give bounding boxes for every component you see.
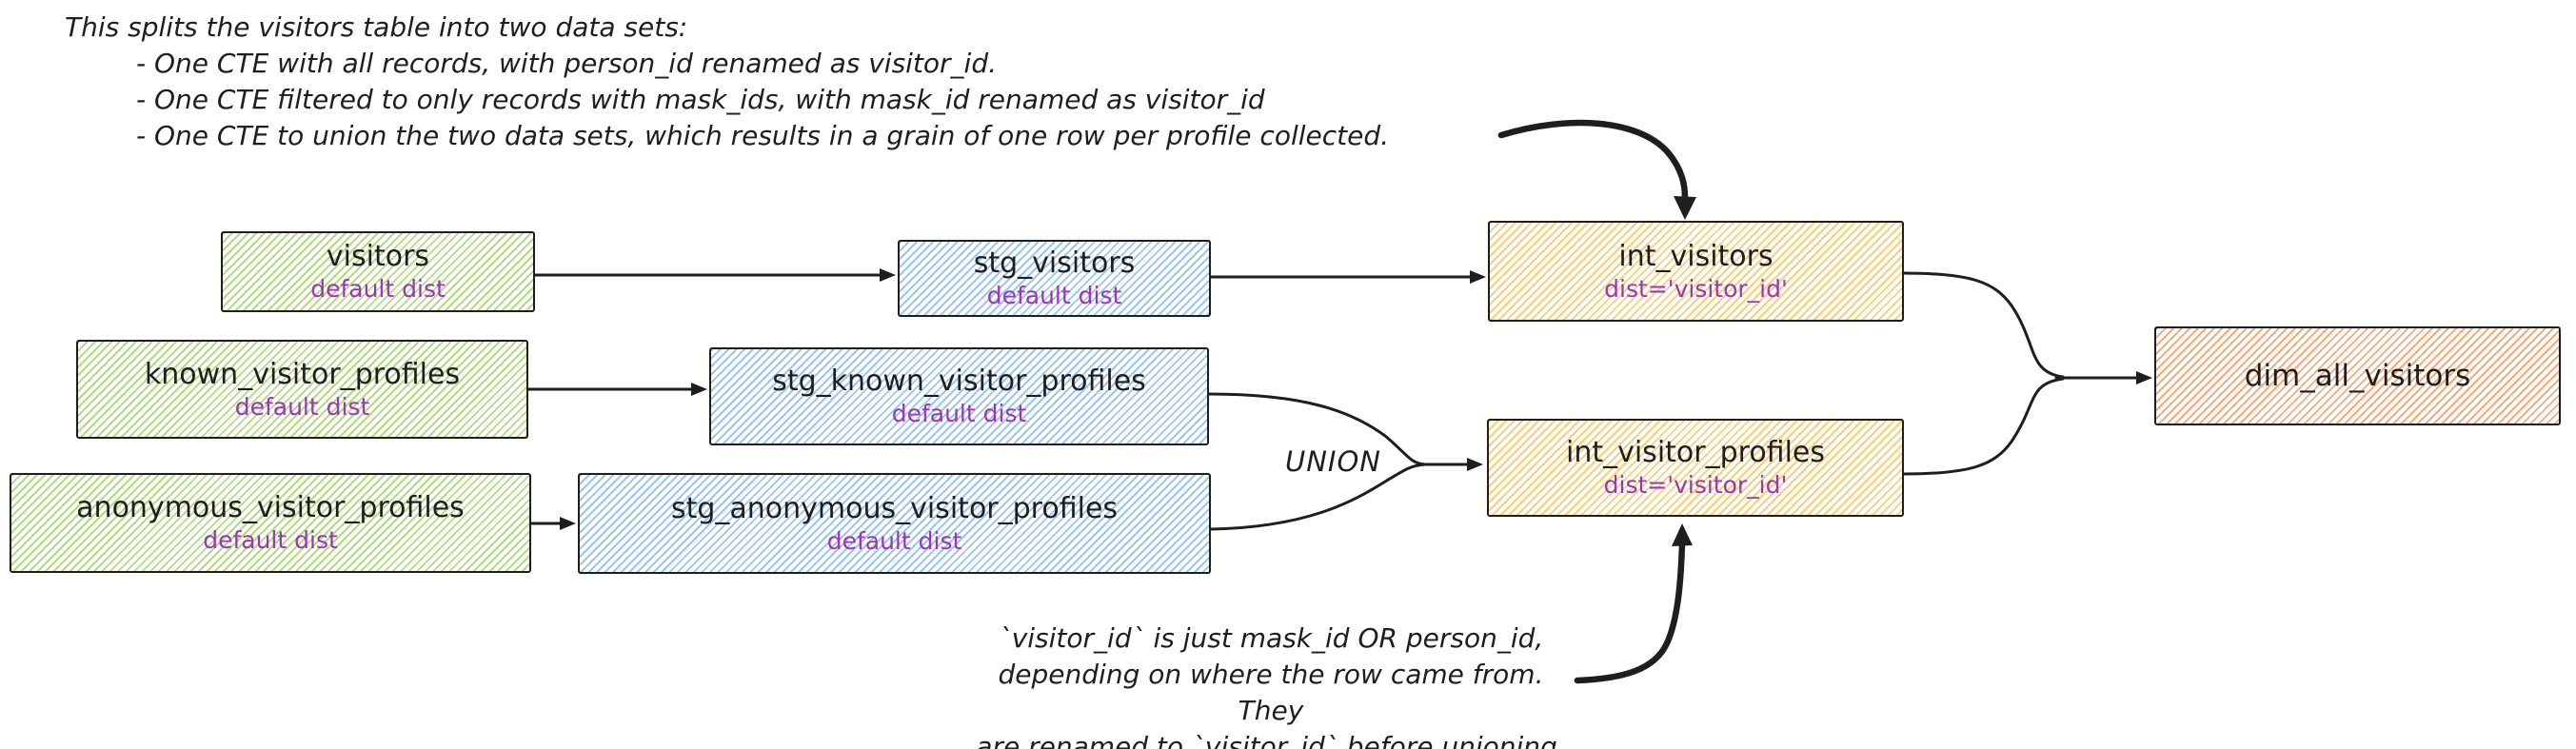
node-stg-visitors-dist: default dist bbox=[986, 282, 1122, 309]
arrow-known-to-stg-known bbox=[526, 383, 707, 396]
union-label: UNION bbox=[1285, 445, 1381, 478]
node-int-visitors[interactable]: int_visitors dist='visitor_id' bbox=[1488, 221, 1904, 322]
annotation-top-bullet-1: - One CTE with all records, with person_… bbox=[136, 48, 998, 79]
annotation-bottom: `visitor_id` is just mask_id OR person_i… bbox=[961, 621, 1580, 749]
node-stg-visitors[interactable]: stg_visitors default dist bbox=[898, 240, 1211, 317]
annotation-top-bullet-2: - One CTE filtered to only records with … bbox=[136, 84, 1265, 115]
node-visitors-dist: default dist bbox=[310, 275, 446, 303]
node-known-visitor-profiles-title: known_visitor_profiles bbox=[144, 357, 461, 391]
node-int-visitor-profiles[interactable]: int_visitor_profiles dist='visitor_id' bbox=[1487, 419, 1904, 517]
arrow-int-visitor-profiles-merge bbox=[1902, 377, 2065, 476]
arrow-int-visitors-merge bbox=[1902, 271, 2065, 379]
node-anonymous-visitor-profiles[interactable]: anonymous_visitor_profiles default dist bbox=[10, 473, 531, 573]
annotation-bottom-line-2: depending on where the row came from. Th… bbox=[998, 659, 1544, 726]
node-int-visitors-dist: dist='visitor_id' bbox=[1604, 274, 1788, 303]
node-int-visitor-profiles-dist: dist='visitor_id' bbox=[1603, 471, 1788, 499]
arrow-merge-to-dim-all-visitors bbox=[2054, 371, 2152, 384]
node-visitors[interactable]: visitors default dist bbox=[221, 231, 535, 312]
node-known-visitor-profiles[interactable]: known_visitor_profiles default dist bbox=[76, 340, 528, 439]
arrow-bottom-note-to-int-visitor-profiles bbox=[1574, 523, 1693, 684]
node-dim-all-visitors-title: dim_all_visitors bbox=[2244, 359, 2471, 393]
annotation-top-intro: This splits the visitors table into two … bbox=[65, 11, 688, 43]
node-int-visitor-profiles-title: int_visitor_profiles bbox=[1565, 436, 1825, 469]
arrow-union-to-int-visitor-profiles bbox=[1421, 458, 1483, 471]
arrow-anonymous-to-stg-anonymous bbox=[529, 517, 576, 530]
node-anonymous-visitor-profiles-dist: default dist bbox=[203, 526, 338, 554]
node-known-visitor-profiles-dist: default dist bbox=[234, 392, 370, 421]
node-stg-known-visitor-profiles-title: stg_known_visitor_profiles bbox=[772, 365, 1146, 398]
node-stg-anonymous-visitor-profiles-dist: default dist bbox=[826, 526, 962, 555]
arrow-top-note-to-int-visitors bbox=[1497, 119, 1696, 220]
annotation-bottom-line-1: `visitor_id` is just mask_id OR person_i… bbox=[998, 622, 1544, 654]
annotation-bottom-line-3: are renamed to `visitor_id` before union… bbox=[976, 731, 1566, 749]
node-stg-anonymous-visitor-profiles[interactable]: stg_anonymous_visitor_profiles default d… bbox=[578, 473, 1211, 574]
node-dim-all-visitors[interactable]: dim_all_visitors bbox=[2154, 326, 2561, 425]
node-stg-visitors-title: stg_visitors bbox=[973, 246, 1136, 280]
node-stg-anonymous-visitor-profiles-title: stg_anonymous_visitor_profiles bbox=[670, 491, 1119, 525]
node-visitors-title: visitors bbox=[326, 240, 430, 273]
node-anonymous-visitor-profiles-title: anonymous_visitor_profiles bbox=[76, 491, 465, 524]
node-stg-known-visitor-profiles-dist: default dist bbox=[891, 400, 1027, 427]
node-int-visitors-title: int_visitors bbox=[1618, 239, 1773, 273]
arrow-stg-visitors-to-int-visitors bbox=[1209, 270, 1486, 284]
node-stg-known-visitor-profiles[interactable]: stg_known_visitor_profiles default dist bbox=[709, 347, 1209, 445]
arrow-visitors-to-stg-visitors bbox=[533, 268, 896, 282]
annotation-top: This splits the visitors table into two … bbox=[65, 10, 1389, 154]
annotation-top-bullet-3: - One CTE to union the two data sets, wh… bbox=[136, 120, 1390, 151]
